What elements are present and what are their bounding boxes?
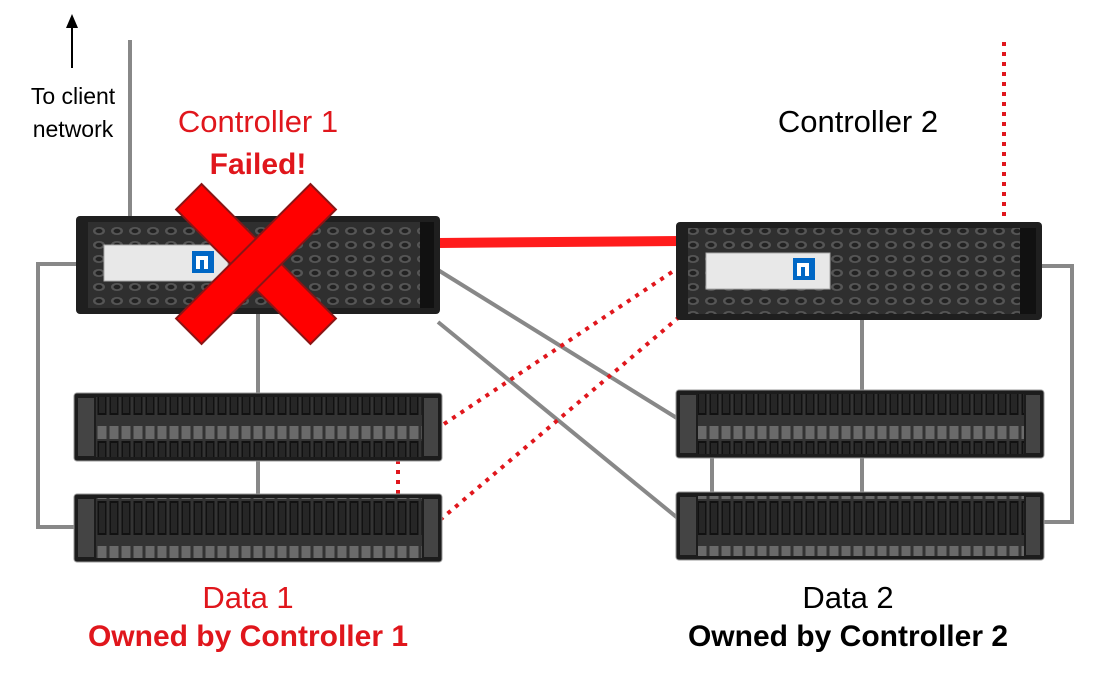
controller2-label: Controller 2 — [777, 104, 939, 139]
controller2-loop-cable — [1040, 264, 1074, 524]
data2-shelf-bottom — [675, 491, 1045, 561]
controller2-chassis — [676, 222, 1042, 320]
controller1-to-data2-cable-b — [436, 320, 682, 522]
controller1-loop-cable — [36, 262, 78, 529]
data2-shelf-top — [675, 389, 1045, 459]
controller1-status: Failed! — [209, 148, 307, 181]
failed-x-icon — [174, 182, 338, 346]
netapp-logo-icon — [793, 258, 815, 280]
cables — [36, 40, 1074, 529]
data1-shelf-top — [73, 392, 443, 462]
data2-owner-label: Owned by Controller 2 — [687, 620, 1009, 653]
data1-label: Data 1 — [202, 580, 294, 615]
controller1-label: Controller 1 — [177, 104, 339, 139]
takeover-paths — [396, 42, 1006, 522]
data1-owner-label: Owned by Controller 1 — [87, 620, 409, 653]
client-network-label: To client network — [30, 83, 116, 142]
controller2-to-data1-path-a — [442, 266, 680, 426]
netapp-logo-icon — [192, 251, 214, 273]
controller2-to-data1-path-b — [438, 316, 680, 522]
data2-label: Data 2 — [802, 580, 894, 615]
up-arrow-icon — [66, 14, 78, 68]
controller1-to-data2-cable-a — [436, 268, 682, 422]
data1-shelf-bottom — [73, 493, 443, 563]
ha-interconnect — [437, 236, 681, 248]
